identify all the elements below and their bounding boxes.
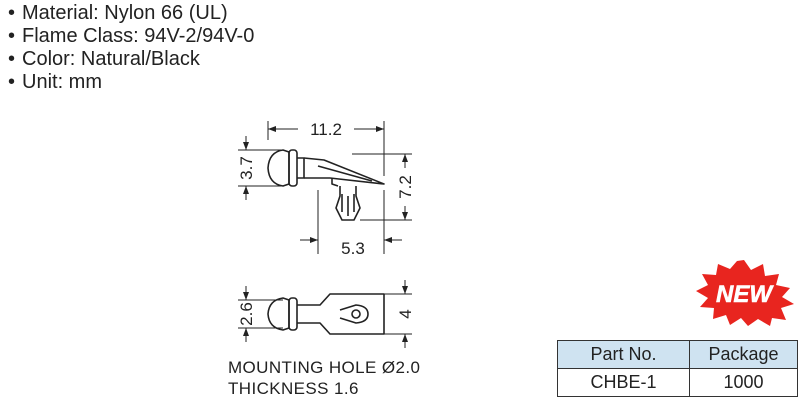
new-badge-label: NEW — [716, 281, 774, 308]
bullet: • — [8, 48, 16, 70]
bullet: • — [8, 25, 16, 47]
header-part-no: Part No. — [557, 340, 690, 369]
new-badge: NEW — [696, 260, 794, 326]
dim-total-height — [352, 153, 412, 221]
part-table: Part No. Package CHBE-1 1000 — [557, 340, 798, 397]
mounting-notes: MOUNTING HOLE Ø2.0 THICKNESS 1.6 — [228, 357, 420, 399]
side-view-part — [267, 149, 385, 221]
cell-package: 1000 — [689, 368, 798, 397]
dim-bottom-eye-label: 4 — [396, 309, 415, 318]
dim-length — [267, 121, 385, 176]
dim-leg-width — [300, 190, 402, 254]
dim-bottom-eye — [384, 280, 412, 348]
spec-material: • Material: Nylon 66 (UL) — [8, 2, 254, 25]
spec-flame-class: • Flame Class: 94V-2/94V-0 — [8, 25, 254, 48]
spec-text: Flame Class: 94V-2/94V-0 — [22, 25, 255, 47]
cell-part-no: CHBE-1 — [557, 368, 690, 397]
spec-text: Material: Nylon 66 (UL) — [22, 2, 228, 24]
spec-unit: • Unit: mm — [8, 71, 254, 94]
dim-total-height-label: 7.2 — [396, 175, 415, 199]
bullet: • — [8, 71, 16, 93]
spec-list: • Material: Nylon 66 (UL) • Flame Class: 9… — [8, 2, 254, 94]
thickness-note: THICKNESS 1.6 — [228, 379, 359, 398]
mounting-hole-note: MOUNTING HOLE Ø2.0 — [228, 358, 421, 377]
table-row: CHBE-1 1000 — [557, 368, 798, 397]
dim-head-height — [238, 136, 283, 200]
dim-leg-width-label: 5.3 — [341, 239, 365, 258]
dim-bottom-head — [238, 286, 283, 342]
dim-length-label: 11.2 — [310, 120, 342, 139]
spec-text: Unit: mm — [22, 71, 102, 93]
starburst-icon — [696, 260, 794, 326]
spec-color: • Color: Natural/Black — [8, 48, 254, 71]
dim-head-height-label: 3.7 — [237, 156, 256, 180]
header-package: Package — [689, 340, 798, 369]
bullet: • — [8, 2, 16, 24]
spec-text: Color: Natural/Black — [22, 48, 200, 70]
table-header-row: Part No. Package — [557, 340, 798, 369]
dim-bottom-head-label: 2.6 — [237, 302, 256, 326]
top-view-part — [267, 293, 385, 335]
